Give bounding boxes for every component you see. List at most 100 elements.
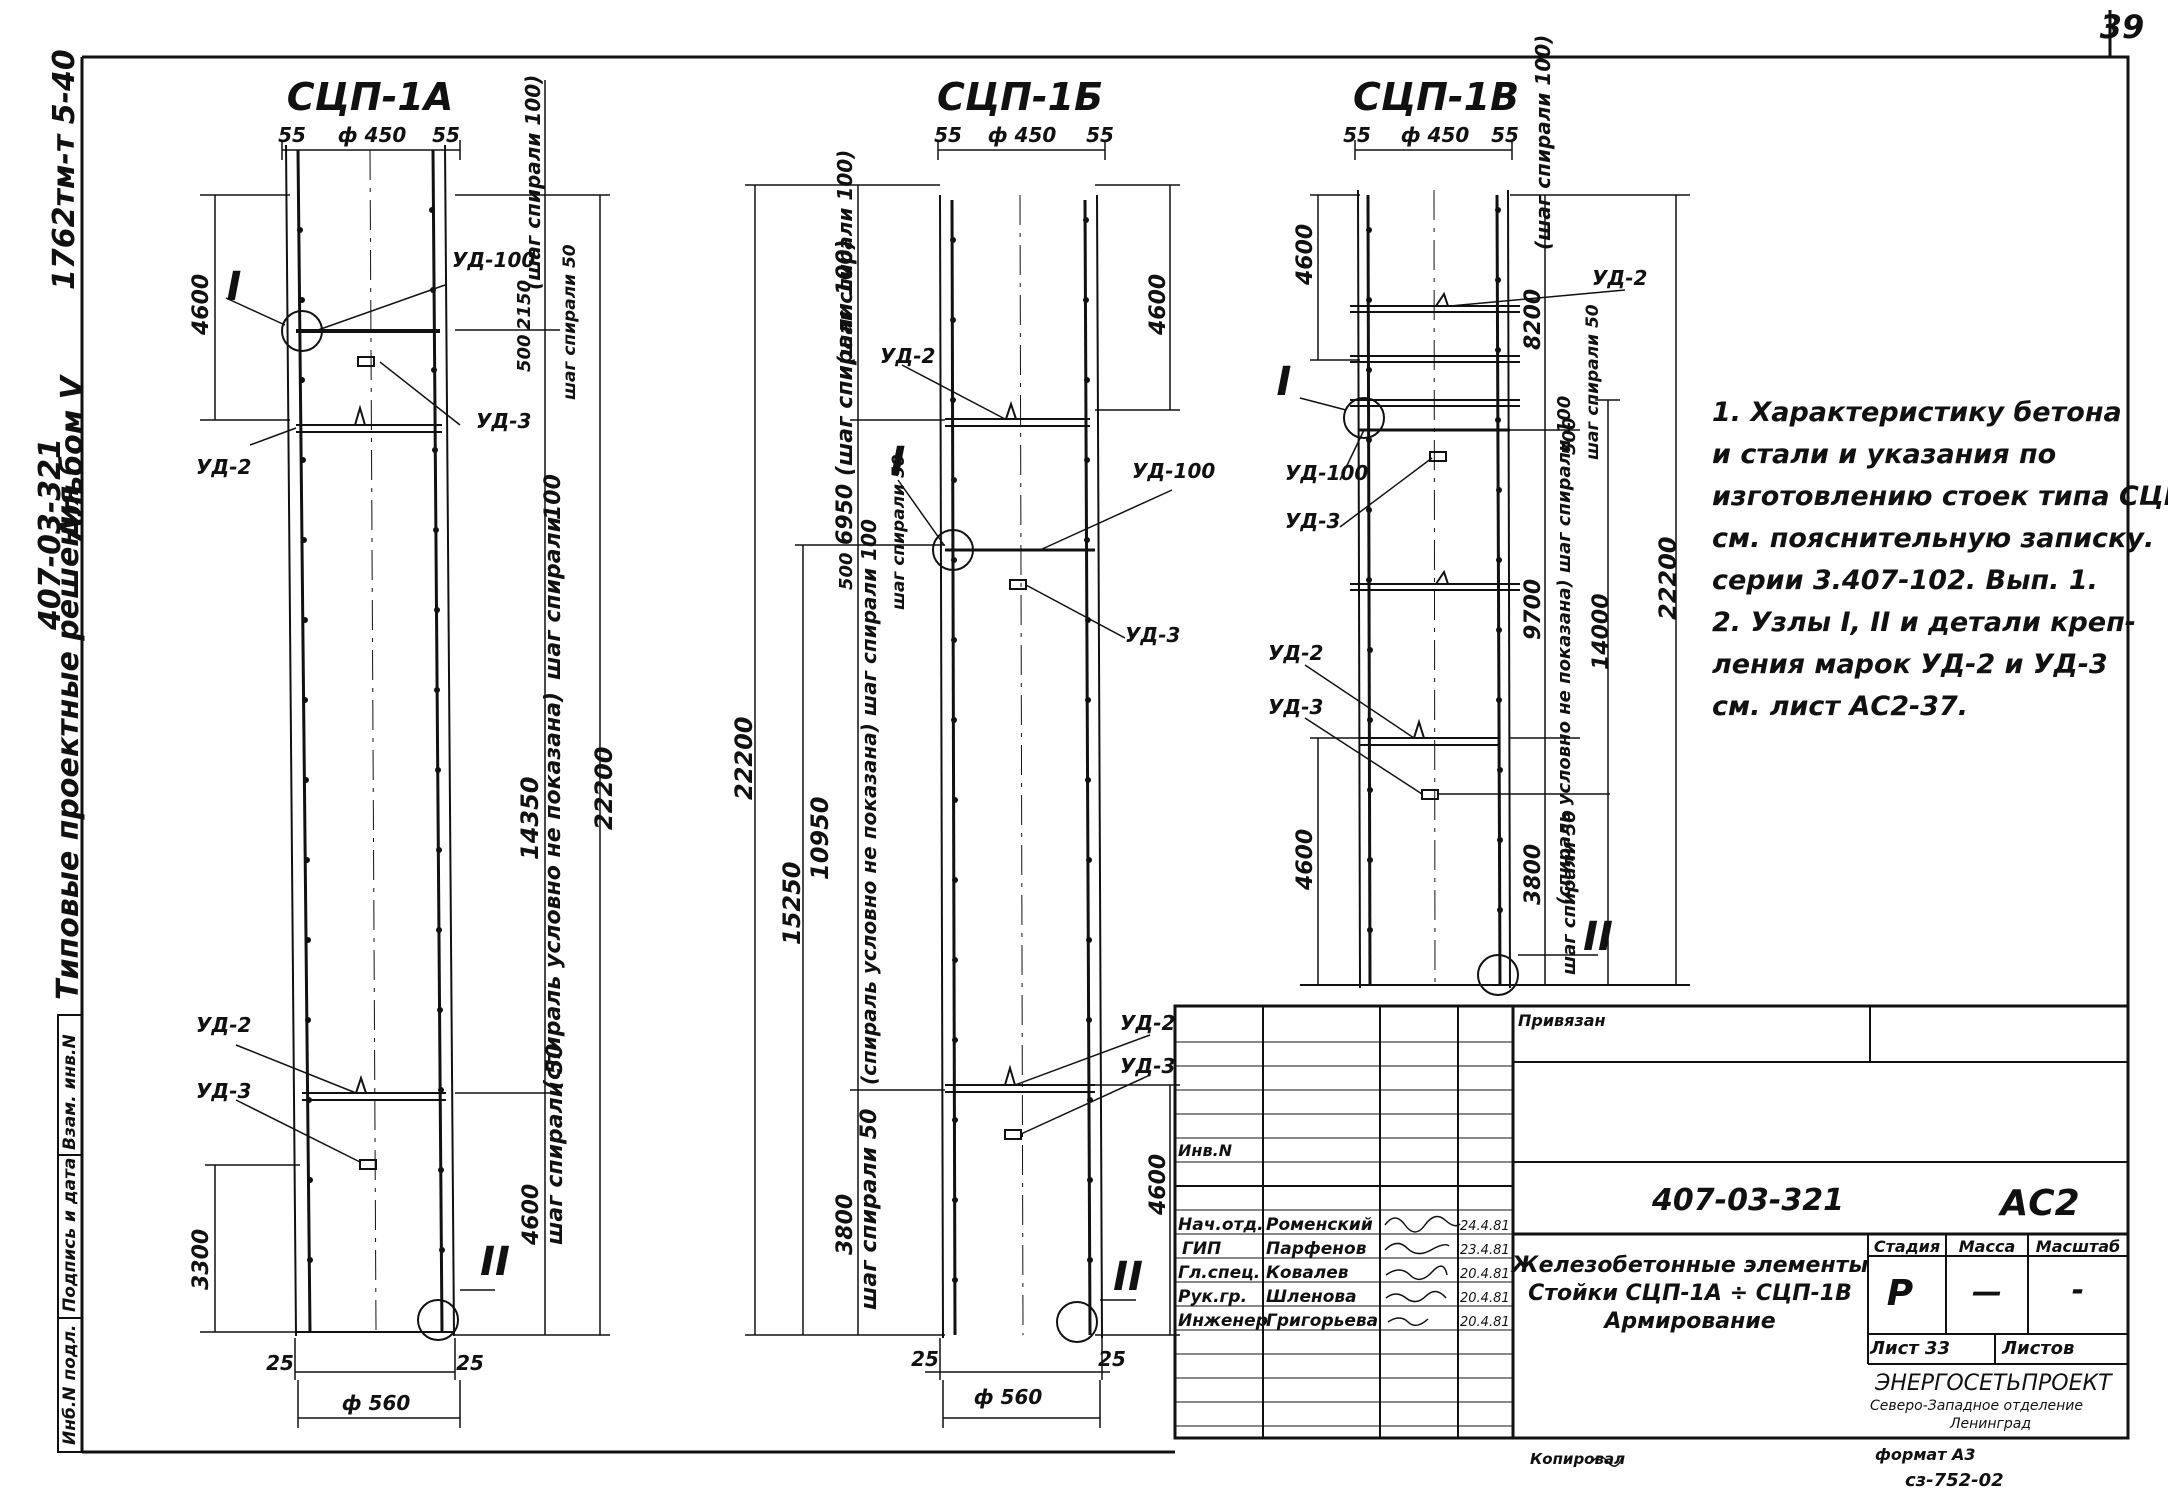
drawing-b-dim-4600-top: 4600 [1146, 274, 1171, 336]
stage-label: Стадия [1874, 1237, 1940, 1256]
drawing-c-dim-500: 500 [1559, 417, 1580, 455]
drawing-a-title: СЦП-1А [287, 75, 454, 119]
brackets-c [1343, 291, 1520, 996]
drawing-c-dim-55-right: 55 [1491, 123, 1519, 147]
order-number: сз-752-02 [1905, 1470, 2004, 1491]
drawing-c-dim-9700: 9700 [1521, 579, 1546, 640]
drawing-b-dim-d450: ф 450 [988, 123, 1057, 147]
stage-value: Р [1887, 1273, 1913, 1314]
drawing-b-dim-25-right: 25 [1098, 1347, 1126, 1371]
drawing-c-spiral-50-label: шаг спирали 50 [1583, 304, 1603, 460]
leaders-c [1299, 289, 1626, 956]
scale-label: Масштаб [2036, 1237, 2120, 1256]
drawing-c-node-1: I [1277, 359, 1292, 405]
date-2: 23.4.81 [1460, 1243, 1510, 1258]
drawing-b-spiral-top: (шаг спирали 100) [833, 150, 857, 365]
drawing-a-spiral-50-label: шаг спирали 50 [560, 244, 580, 400]
drawing-b-spiral-bot: шаг спирали 50 [857, 1109, 882, 1310]
general-notes: 1. Характеристику бетона и стали и указа… [1712, 392, 2168, 728]
copied-label: Копировал [1530, 1450, 1625, 1468]
role-gl-spec: Гл.спец. [1178, 1263, 1260, 1283]
drawing-b-dim-55-right: 55 [1086, 123, 1114, 147]
drawing-b-dim-55-left: 55 [934, 123, 962, 147]
drawing-c-dim-3800: 3800 [1521, 844, 1546, 905]
title-block-grid [1173, 1004, 2130, 1440]
stamp-inv-podl: Инб.N подл. [60, 1324, 80, 1445]
drawing-a-ud100: УД-100 [452, 248, 535, 272]
drawing-c-spiral-bot: шаг спирали 50 [1559, 810, 1580, 975]
drawing-a-spiral-mid-3: 100 [541, 474, 566, 520]
date-1: 24.4.81 [1460, 1219, 1510, 1234]
drawing-b-ud100: УД-100 [1132, 459, 1215, 483]
drawing-c-dim-14000: 14000 [1589, 593, 1614, 670]
dimensions-a [200, 80, 610, 1428]
drawing-b-spiral-mid: (спираль условно не показана) шаг спирал… [857, 519, 881, 1085]
side-code-3: Альбом V [55, 373, 90, 542]
drawing-b-dim-22200: 22200 [730, 717, 758, 801]
drawing-b-dim-500: 500 [836, 552, 857, 590]
drawing-c-spiral-mid: (спираль условно не показана) шаг спирал… [1554, 396, 1575, 905]
date-4: 20.4.81 [1460, 1291, 1510, 1306]
scale-value: - [2072, 1273, 2084, 1308]
column-b-body [939, 194, 1103, 1339]
drawing-c-title: СЦП-1В [1353, 75, 1519, 119]
drawing-a-dim-14350: 14350 [516, 777, 544, 861]
drawing-c-spiral-top: (шаг спирали 100) [1531, 35, 1555, 250]
stamp-podpis: Подпись и дата [60, 1158, 80, 1312]
title-line-3: Армирование [1602, 1309, 1775, 1334]
org-name: ЭНЕРГОСЕТЬПРОЕКТ [1874, 1371, 2113, 1396]
signatures [1384, 1215, 1623, 1467]
binding-stamp [57, 1014, 83, 1453]
drawing-a-dim-22200: 22200 [590, 747, 618, 831]
drawing-c-dim-4600-top: 4600 [1293, 224, 1318, 286]
role-ruk-gr: Рук.гр. [1178, 1287, 1247, 1307]
drawing-a-ud2-bot: УД-2 [196, 1013, 251, 1037]
note-line: изготовлению стоек типа СЦП [1712, 481, 2168, 512]
drawing-c-ud3-bot: УД-3 [1268, 695, 1323, 719]
drawing-c-dim-4600-bot: 4600 [1293, 829, 1318, 891]
note-line: серии 3.407-102. Вып. 1. [1712, 565, 2098, 596]
drawing-c-dim-d450: ф 450 [1401, 123, 1470, 147]
rebar-dots-b [950, 217, 1093, 1283]
drawing-a-dim-25-right: 25 [456, 1351, 484, 1375]
drawing-b-dim-10950: 10950 [806, 797, 834, 881]
title-block-privyazan: Привязан [1518, 1011, 1606, 1030]
dimensions-c [1310, 140, 1690, 985]
role-gip: ГИП [1182, 1239, 1221, 1259]
format-label: формат А3 [1875, 1445, 1976, 1464]
rebar-dots-c [1366, 207, 1503, 933]
note-line: ления марок УД-2 и УД-3 [1712, 649, 2108, 680]
drawing-b-dim-4600-bot: 4600 [1146, 1154, 1171, 1216]
date-5: 20.4.81 [1460, 1315, 1510, 1330]
column-a-body [285, 144, 455, 1337]
drawing-b-dim-d560: ф 560 [974, 1385, 1043, 1409]
drawing-a-spiral-mid-1: (спираль условно не показана) [541, 692, 566, 1090]
note-line: и стали и указания по [1712, 439, 2057, 470]
org-branch-1: Северо-Западное отделение [1870, 1398, 2083, 1414]
column-drawing-c [1299, 140, 1690, 996]
drawing-a-dim-55-left: 55 [278, 123, 306, 147]
drawing-c-node-2: II [1583, 914, 1613, 960]
side-code-1: 1762тм-т 5-40 [47, 49, 82, 290]
drawing-c-dim-22200: 22200 [1654, 537, 1682, 621]
drawing-a-node-1: I [227, 264, 242, 310]
name-parfenov: Парфенов [1266, 1239, 1367, 1259]
title-block-inv-n: Инв.N [1178, 1141, 1233, 1160]
column-drawing-b [745, 140, 1180, 1428]
brackets-a [281, 310, 459, 1341]
mass-label: Масса [1959, 1237, 2015, 1256]
drawing-a-dim-3300: 3300 [189, 1229, 214, 1290]
name-shlenova: Шленова [1266, 1287, 1357, 1307]
drawing-a-node-2: II [480, 1239, 510, 1285]
stamp-vzam: Взам. инв.N [60, 1034, 80, 1150]
drawing-b-ud2-bot: УД-2 [1120, 1011, 1175, 1035]
drawing-b-spiral-6950: 6950 (шаг спирали 100) [833, 239, 858, 545]
drawing-b-ud2-top: УД-2 [880, 344, 935, 368]
drawing-c-ud2-top: УД-2 [1592, 266, 1647, 290]
drawing-b-ud3-top: УД-3 [1125, 623, 1180, 647]
sheet-frame [80, 10, 2130, 1454]
drawing-c-dim-8200: 8200 [1521, 289, 1546, 350]
drawing-a-ud3-bot: УД-3 [196, 1079, 251, 1103]
drawing-b-spiral-50-label: шаг спирали 50 [889, 454, 909, 610]
